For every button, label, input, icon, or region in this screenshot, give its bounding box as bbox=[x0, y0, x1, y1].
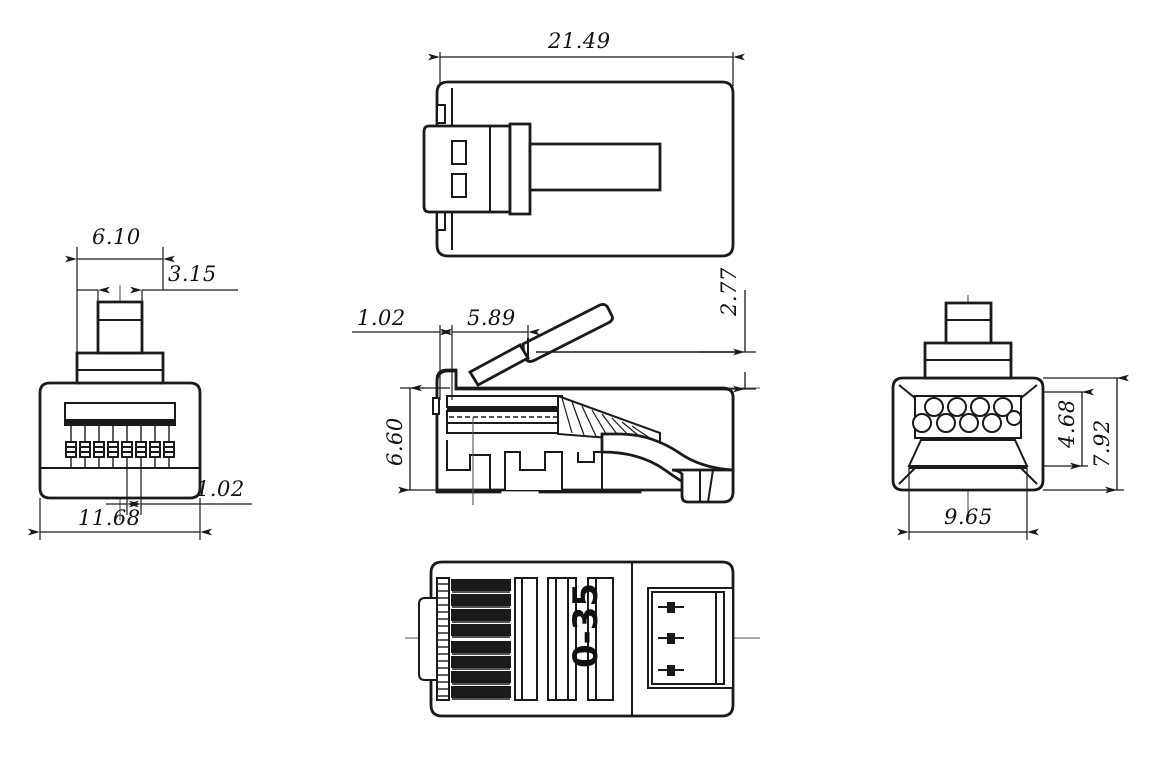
side-internal-rib-2 bbox=[504, 451, 563, 490]
side-internal-rib-1 bbox=[446, 440, 491, 490]
bottom-rib-3 bbox=[587, 577, 614, 701]
side-contact-cavity bbox=[446, 394, 661, 444]
contact-pin bbox=[163, 425, 175, 468]
dimension-label-3-15: 3.15 bbox=[168, 262, 217, 286]
front-latch-pedestal bbox=[75, 351, 165, 385]
dimension-1-02-front: 1.02 bbox=[106, 468, 252, 515]
side-internal-rib-3 bbox=[577, 451, 603, 490]
dimension-label-11-68: 11.68 bbox=[78, 506, 141, 530]
front-view-group: 6.10 3.15 1.02 11.68 bbox=[28, 225, 252, 540]
bottom-view-group: 0-35 bbox=[405, 560, 760, 718]
dimension-label-6-10: 6.10 bbox=[92, 225, 141, 249]
contact-pin bbox=[79, 425, 91, 468]
top-latch-plate bbox=[422, 124, 512, 214]
bottom-contact-slots bbox=[451, 579, 511, 700]
top-nose-tab-upper bbox=[436, 104, 446, 124]
dimension-label-7-92: 7.92 bbox=[1090, 419, 1114, 468]
dimension-4-68: 4.68 bbox=[1043, 388, 1094, 470]
rear-view-group: 4.68 7.92 9.65 bbox=[891, 295, 1129, 540]
bottom-comb-frame bbox=[436, 577, 450, 701]
bottom-comb-teeth bbox=[437, 583, 449, 697]
rear-chamfer-tr bbox=[1020, 384, 1038, 399]
contact-pin bbox=[93, 425, 105, 468]
side-crimp-tooth-2 bbox=[707, 469, 714, 503]
contact-slot bbox=[451, 594, 511, 608]
front-contact-pins bbox=[65, 425, 175, 468]
wire-hole bbox=[959, 413, 979, 433]
contact-pin bbox=[107, 425, 119, 468]
rear-latch-tab bbox=[944, 301, 993, 345]
contact-slot bbox=[451, 656, 511, 670]
dimension-label-2-77: 2.77 bbox=[717, 267, 741, 317]
dimension-7-92: 7.92 bbox=[1043, 374, 1129, 494]
bottom-nose-tab bbox=[418, 597, 438, 681]
crimp-tooth bbox=[658, 633, 684, 644]
top-latch-hole-lower bbox=[451, 173, 467, 198]
rear-wire-holes bbox=[912, 397, 1022, 433]
dimension-label-1-02-front: 1.02 bbox=[196, 477, 245, 501]
wire-hole bbox=[970, 397, 990, 417]
wire-hole bbox=[1006, 410, 1022, 426]
dimension-6-60: 6.60 bbox=[383, 384, 450, 494]
side-view-group: 1.02 5.89 2.77 6.60 bbox=[352, 267, 760, 505]
contact-slot bbox=[451, 686, 511, 700]
rear-chamfer-br bbox=[1020, 467, 1038, 485]
crimp-tooth bbox=[658, 602, 684, 613]
rear-lower-face bbox=[907, 439, 1029, 467]
top-latch-arm bbox=[528, 142, 662, 192]
dimension-9-65: 9.65 bbox=[897, 466, 1039, 540]
front-body-outline bbox=[38, 381, 202, 500]
side-wire-fan bbox=[557, 394, 661, 444]
contact-pin bbox=[65, 425, 77, 468]
wire-hole bbox=[947, 397, 967, 417]
contact-pin bbox=[149, 425, 161, 468]
front-contact-window-shadow bbox=[65, 419, 175, 425]
dimension-21-49: 21.49 bbox=[428, 29, 745, 86]
top-latch-hole-upper bbox=[451, 140, 467, 165]
dimension-3-15: 3.15 bbox=[77, 262, 238, 305]
wire-hole bbox=[982, 413, 1002, 433]
contact-pin bbox=[135, 425, 147, 468]
contact-pin bbox=[121, 425, 133, 468]
top-view-group: 21.49 bbox=[422, 29, 745, 258]
dimension-label-5-89: 5.89 bbox=[467, 306, 516, 330]
bottom-rib-2 bbox=[547, 577, 577, 701]
top-latch-shoulder bbox=[508, 122, 532, 216]
dimension-5-89: 5.89 bbox=[440, 306, 540, 348]
contact-slot bbox=[451, 671, 511, 685]
dimension-label-9-65: 9.65 bbox=[944, 505, 993, 529]
dimension-label-1-02-side: 1.02 bbox=[357, 306, 406, 330]
wire-hole bbox=[924, 397, 944, 417]
bottom-rib-1 bbox=[514, 577, 538, 701]
rear-chamfer-tl bbox=[898, 384, 916, 399]
side-crimp-bar bbox=[671, 468, 735, 504]
dimension-2-77: 2.77 bbox=[700, 267, 756, 393]
wire-hole bbox=[993, 397, 1013, 417]
dimension-6-10: 6.10 bbox=[65, 225, 175, 356]
bottom-crimp-teeth bbox=[658, 602, 684, 676]
rear-chamfer-bl bbox=[898, 467, 916, 485]
contact-slot bbox=[451, 579, 511, 593]
crimp-tooth bbox=[658, 665, 684, 676]
wire-hole bbox=[936, 413, 956, 433]
bottom-part-marking: 0-35 bbox=[566, 583, 606, 668]
contact-slot bbox=[451, 609, 511, 623]
contact-slot bbox=[451, 624, 511, 638]
dimension-label-6-60: 6.60 bbox=[383, 417, 407, 466]
dimension-label-21-49: 21.49 bbox=[547, 29, 611, 53]
dimension-11-68: 11.68 bbox=[28, 498, 212, 540]
contact-slot bbox=[451, 641, 511, 655]
side-nose-edge bbox=[432, 397, 440, 415]
front-latch-tab bbox=[96, 300, 144, 355]
top-nose-tab-lower bbox=[436, 211, 446, 231]
wire-hole bbox=[912, 413, 932, 433]
dimension-label-4-68: 4.68 bbox=[1055, 399, 1079, 449]
